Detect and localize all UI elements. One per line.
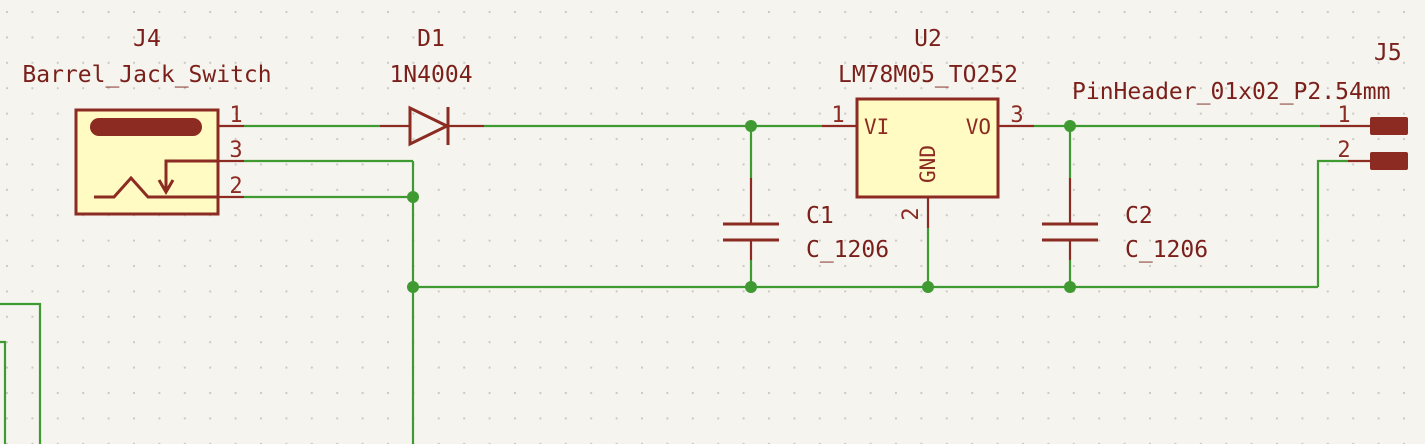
junction-dot bbox=[407, 191, 419, 203]
component-c2[interactable]: C2 C_1206 bbox=[1042, 178, 1208, 263]
barrel-jack-switch bbox=[164, 159, 218, 190]
regulator-body bbox=[855, 97, 1000, 199]
j4-pin-number: 1 bbox=[229, 103, 242, 128]
u2-pin-name-gnd: GND bbox=[916, 145, 940, 183]
u2-reference: U2 bbox=[914, 26, 942, 52]
wire-j5-pin2 bbox=[1316, 159, 1348, 287]
j5-reference: J5 bbox=[1374, 40, 1402, 66]
c1-value: C_1206 bbox=[806, 237, 889, 263]
barrel-jack-plug bbox=[90, 118, 202, 136]
junction-dot bbox=[745, 120, 757, 132]
u2-value: LM78M05_TO252 bbox=[838, 62, 1018, 88]
junction-dot bbox=[1064, 281, 1076, 293]
diode-triangle-icon bbox=[408, 105, 451, 147]
u2-pin-number: 2 bbox=[899, 207, 924, 220]
header-pin-icon bbox=[1370, 152, 1408, 170]
d1-reference: D1 bbox=[417, 26, 445, 52]
c1-reference: C1 bbox=[806, 203, 834, 229]
j5-pin-number: 1 bbox=[1337, 103, 1350, 128]
component-d1[interactable]: D1 1N4004 bbox=[380, 26, 484, 147]
d1-value: 1N4004 bbox=[389, 62, 472, 88]
component-u2[interactable]: U2 LM78M05_TO252 1 3 2 VI VO GND bbox=[822, 26, 1034, 228]
j5-pin-number: 2 bbox=[1337, 138, 1350, 163]
junction-dot bbox=[407, 281, 419, 293]
wires bbox=[244, 124, 1348, 444]
junction-dot bbox=[922, 281, 934, 293]
u2-pin-number: 1 bbox=[831, 103, 844, 128]
barrel-jack-arrow bbox=[157, 179, 175, 195]
component-c1[interactable]: C1 C_1206 bbox=[723, 178, 889, 263]
junctions bbox=[407, 120, 1076, 293]
junction-dot bbox=[745, 281, 757, 293]
u2-pin-number: 3 bbox=[1010, 103, 1023, 128]
j5-value: PinHeader_01x02_P2.54mm bbox=[1072, 79, 1391, 105]
j4-pin-number: 2 bbox=[229, 174, 242, 199]
offscreen-component[interactable] bbox=[0, 302, 42, 444]
u2-pin-name-vo: VO bbox=[966, 115, 991, 139]
junction-dot bbox=[1064, 120, 1076, 132]
u2-pin-name-vi: VI bbox=[864, 115, 889, 139]
header-pin-icon bbox=[1370, 117, 1408, 135]
barrel-jack-spring bbox=[94, 175, 218, 199]
c2-reference: C2 bbox=[1125, 203, 1153, 229]
component-j4[interactable]: J4 Barrel_Jack_Switch 1 3 2 bbox=[22, 26, 272, 216]
j4-pin-number: 3 bbox=[229, 138, 242, 163]
j4-reference: J4 bbox=[133, 26, 161, 52]
c2-value: C_1206 bbox=[1125, 237, 1208, 263]
j4-value: Barrel_Jack_Switch bbox=[22, 62, 271, 88]
component-j5[interactable]: J5 PinHeader_01x02_P2.54mm 1 2 bbox=[1072, 40, 1408, 170]
